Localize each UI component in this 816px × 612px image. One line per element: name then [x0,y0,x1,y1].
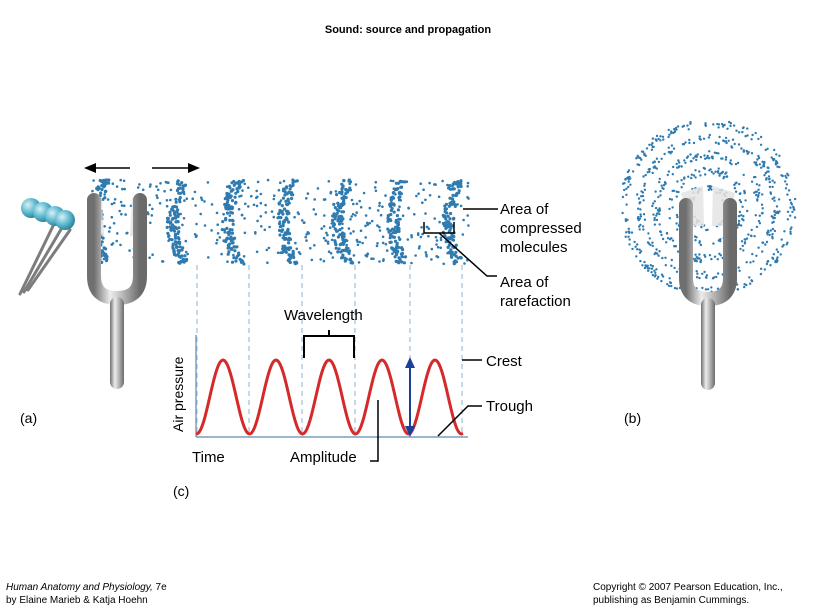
wave-guide-lines [196,265,463,437]
graph-axes [195,335,468,438]
sound-wave-rings [621,120,797,296]
y-axis-label: Air pressure [170,356,186,432]
book-title: Human Anatomy and Physiology, [6,582,153,593]
book-edition: 7e [152,582,167,593]
tuning-fork-icon [87,193,147,389]
book-credit: Human Anatomy and Physiology, 7e by Elai… [6,581,167,607]
panel-label-b: (b) [624,410,642,426]
wavelength-label: Wavelength [284,307,363,324]
pressure-wave [195,358,464,436]
book-authors: by Elaine Marieb & Katja Hoehn [6,595,148,606]
double-arrow-icon [84,163,200,173]
rarefaction-label: Area of rarefaction [500,274,571,310]
panel-label-c: (c) [173,483,190,499]
compressed-label: Area of compressed molecules [500,201,582,256]
page-title: Sound: source and propagation [324,24,492,36]
trough-label: Trough [486,398,533,415]
amplitude-label: Amplitude [290,449,357,466]
crest-label: Crest [486,353,522,370]
callout-leaders [370,208,498,462]
x-axis-label: Time [192,449,225,466]
wavelength-bracket [303,330,355,358]
panel-label-a: (a) [20,410,38,426]
tuning-fork-icon [679,186,737,390]
molecule-tube [88,178,470,266]
copyright-notice: Copyright © 2007 Pearson Education, Inc.… [593,582,783,606]
striker-ball-icon [18,198,75,296]
amplitude-arrow [405,357,415,437]
